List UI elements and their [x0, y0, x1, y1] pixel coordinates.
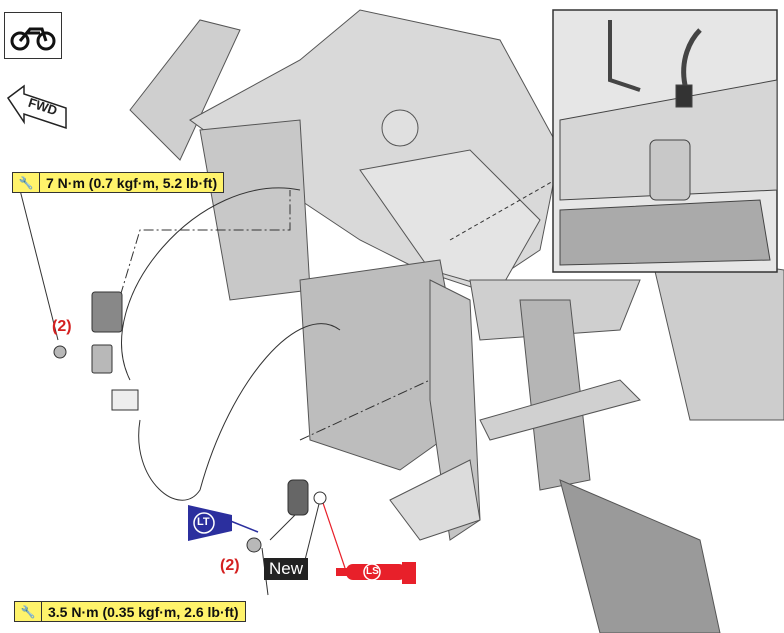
ls-icon: LS: [336, 562, 420, 589]
torque-value-lower: 3.5 N·m (0.35 kgf·m, 2.6 lb·ft): [48, 603, 239, 620]
new-part-label: New: [264, 558, 309, 580]
torque-value-upper: 7 N·m (0.7 kgf·m, 5.2 lb·ft): [46, 174, 218, 191]
quantity-upper: (2): [52, 318, 72, 335]
torque-spec-lower: 🔧 3.5 N·m (0.35 kgf·m, 2.6 lb·ft): [14, 601, 246, 622]
quantity-lower: (2): [220, 557, 240, 574]
ls-label: LS: [366, 566, 379, 577]
torque-wrench-icon: 🔧: [13, 173, 40, 192]
fwd-arrow-icon: FWD: [6, 84, 70, 137]
motorcycle-icon: [4, 12, 62, 59]
lt-label: LT: [197, 516, 210, 528]
lt-icon: LT: [188, 505, 232, 546]
torque-wrench-icon: 🔧: [15, 602, 42, 621]
torque-spec-upper: 🔧 7 N·m (0.7 kgf·m, 5.2 lb·ft): [12, 172, 225, 193]
